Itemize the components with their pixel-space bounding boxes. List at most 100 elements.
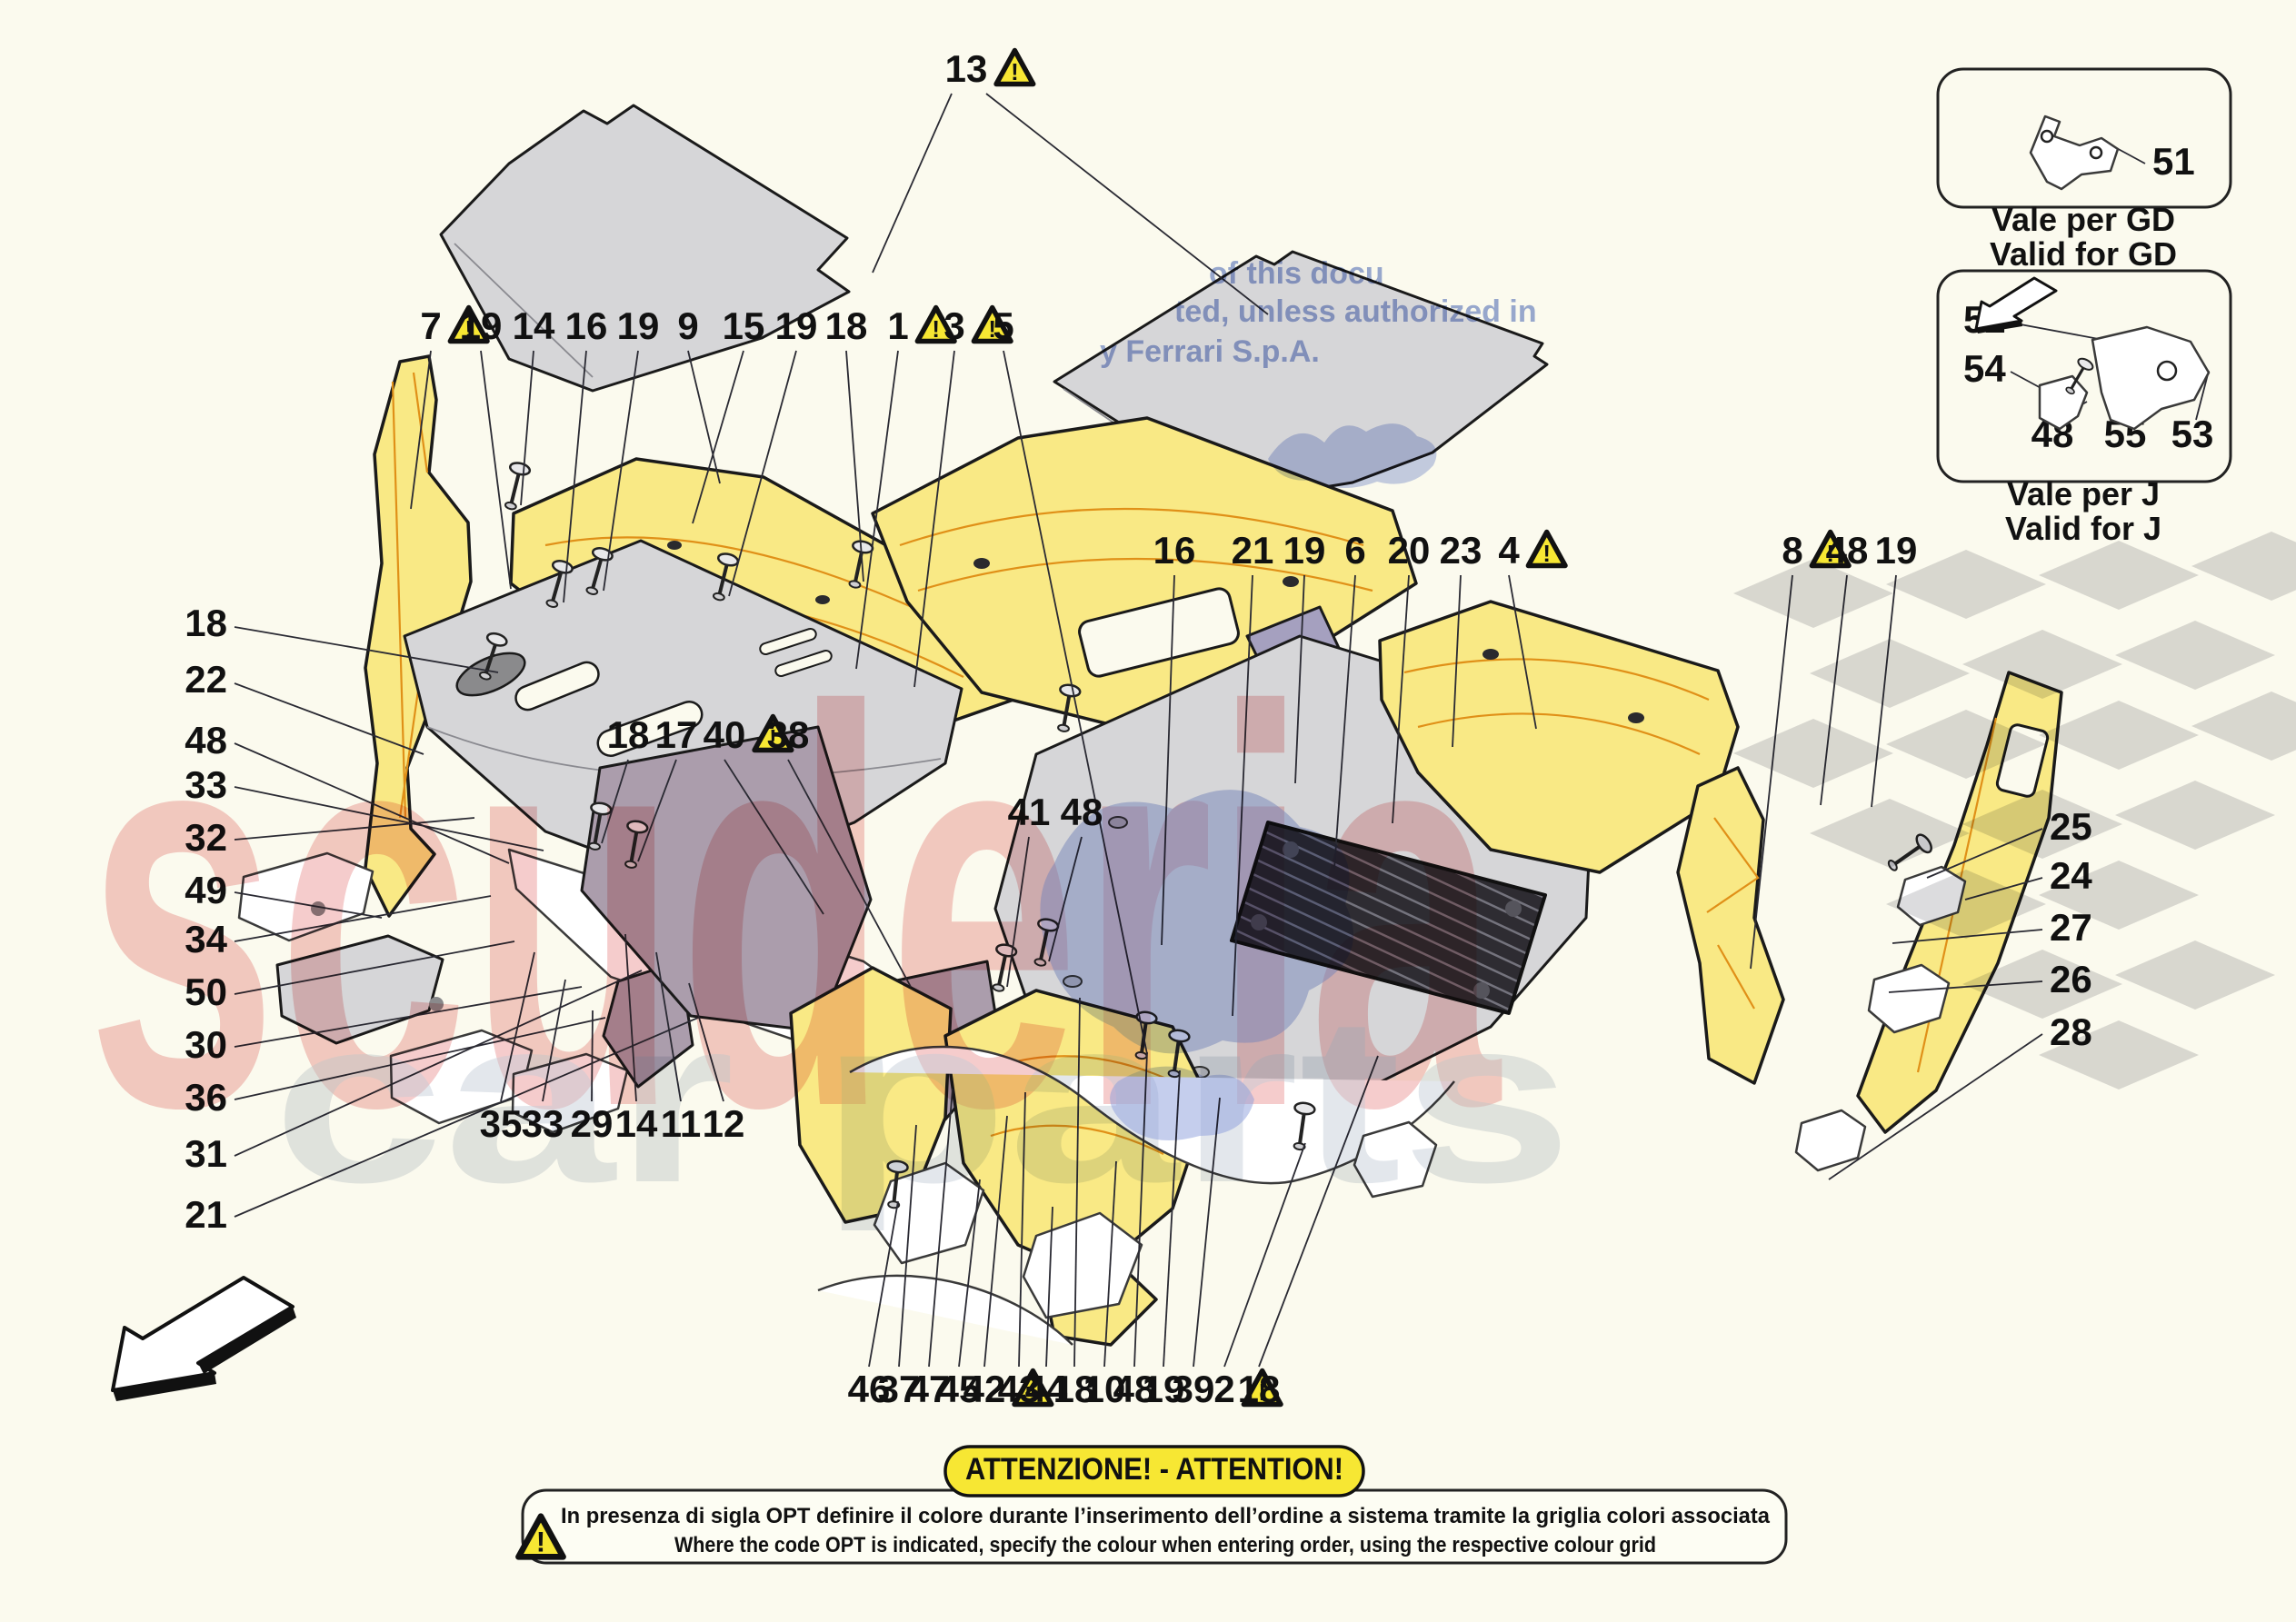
callout-47: 47 <box>908 1368 951 1410</box>
leader-line-35 <box>500 951 535 1102</box>
attention-line-english: Where the code OPT is indicated, specify… <box>674 1533 1656 1557</box>
attention-line-italian: In presenza di sigla OPT definire il col… <box>561 1504 1771 1528</box>
callout-9: 9 <box>677 304 698 347</box>
leader-line-6 <box>1333 574 1356 870</box>
caption-valid-for-j: Valid for J <box>2005 510 2161 547</box>
callout-12: 12 <box>703 1102 745 1145</box>
leader-line-15 <box>692 350 744 524</box>
bracket-52 <box>2038 374 2089 431</box>
svg-text:y Ferrari S.p.A.: y Ferrari S.p.A. <box>1100 334 1320 369</box>
leader-line-49 <box>234 891 383 919</box>
callout-5: 5 <box>993 304 1013 347</box>
callout-23: 23 <box>1440 529 1482 572</box>
leader-line-42 <box>983 1115 1008 1368</box>
leader-line-23 <box>1452 574 1462 748</box>
leader-line-18 <box>234 626 499 673</box>
callout-6: 6 <box>1344 529 1365 572</box>
callout-46: 46 <box>848 1368 891 1410</box>
bracket-53 <box>2091 325 2211 431</box>
leader-line-41 <box>1006 836 1030 988</box>
callout-54: 54 <box>1963 347 2006 390</box>
leader-line-7 <box>410 350 432 510</box>
callout-50: 50 <box>185 970 227 1013</box>
callout-36: 36 <box>185 1076 227 1119</box>
svg-text:of this docu: of this docu <box>1209 256 1384 291</box>
callout-15: 15 <box>723 304 765 347</box>
callout-1: 1 <box>887 304 908 347</box>
callout-33: 33 <box>522 1102 564 1145</box>
leader-line-1 <box>855 350 899 670</box>
leader-line-18 <box>601 759 629 844</box>
direction-arrow <box>111 1276 296 1401</box>
leader-line-19 <box>1294 574 1305 784</box>
inset-valid-for-j: Vale per J Valid for J <box>1936 269 2232 547</box>
callout-11: 11 <box>661 1102 701 1145</box>
leader-line-37 <box>898 1124 917 1368</box>
leader-line-19 <box>603 350 639 592</box>
leader-line-50 <box>234 940 515 995</box>
callout-33: 33 <box>185 763 227 806</box>
leader-line-18 <box>1073 997 1081 1368</box>
callout-20: 20 <box>1388 529 1431 572</box>
direction-arrow-small <box>1974 276 2058 333</box>
leader-line-33 <box>542 979 566 1102</box>
callout-18: 18 <box>1053 1368 1096 1410</box>
callout-41: 41 <box>1008 791 1051 833</box>
callout-8: 8 <box>1782 529 1802 572</box>
leader-line-29 <box>591 1010 594 1102</box>
leader-line-33 <box>234 786 544 851</box>
leader-line-11 <box>655 951 682 1102</box>
callout-51: 51 <box>2152 140 2195 183</box>
leader-line-20 <box>1392 574 1410 824</box>
callout-19: 19 <box>460 304 503 347</box>
callout-40: 40 <box>704 713 746 756</box>
leader-line-21 <box>234 1017 699 1218</box>
watermarks: scuderia car parts of this docu ted, unl… <box>86 256 2296 1233</box>
callout-39: 39 <box>1173 1368 1215 1410</box>
callout-2: 2 <box>1213 1368 1234 1410</box>
leader-line-2 <box>1223 1142 1306 1368</box>
callout-14: 14 <box>615 1102 658 1145</box>
callout-37: 37 <box>878 1368 921 1410</box>
leader-line-3 <box>913 350 955 688</box>
callout-34: 34 <box>185 918 227 960</box>
tunnel-carpet-left <box>789 966 953 1224</box>
callout-4: 4 <box>1498 529 1520 572</box>
callout-19: 19 <box>1143 1368 1185 1410</box>
attention-title: ATTENZIONE! - ATTENTION! <box>965 1452 1343 1487</box>
attention-pill <box>943 1445 1365 1498</box>
callout-21: 21 <box>1232 529 1274 572</box>
callout-44: 44 <box>1025 1368 1068 1410</box>
leader-line-22 <box>234 682 424 755</box>
leader-line-36 <box>234 1017 606 1100</box>
leader-line-10 <box>1103 1160 1117 1368</box>
callout-16: 16 <box>1153 529 1196 572</box>
leader-line-13 <box>872 93 953 274</box>
callout-53: 53 <box>2171 413 2214 455</box>
callout-19: 19 <box>617 304 660 347</box>
leader-line-34 <box>234 895 492 942</box>
leader-line-14 <box>624 933 637 1102</box>
leader-line-17 <box>637 759 677 862</box>
callout-21: 21 <box>185 1193 227 1236</box>
callout-18: 18 <box>607 713 650 756</box>
callout-49: 49 <box>185 869 227 911</box>
leader-line-12 <box>688 982 724 1102</box>
callout-48: 48 <box>1113 1368 1156 1410</box>
callout-18: 18 <box>185 602 227 644</box>
callout-19: 19 <box>1875 529 1918 572</box>
callout-7: 7 <box>420 304 441 347</box>
rear-bulkhead-carpet <box>1378 600 1740 874</box>
inset-valid-for-gd: Vale per GD Valid for GD <box>1936 67 2232 273</box>
callout-17: 17 <box>655 713 698 756</box>
leader-line-18 <box>845 350 864 582</box>
leader-line-28 <box>1828 1033 2043 1180</box>
leader-line-46 <box>868 1200 899 1368</box>
leader-line-8 <box>1750 574 1793 970</box>
leader-line-18 <box>1258 1055 1379 1368</box>
leader-line-38 <box>787 759 912 988</box>
leader-line-9 <box>687 350 721 484</box>
watermark-doc-text: of this docu ted, unless authorized in y… <box>1100 256 1537 369</box>
